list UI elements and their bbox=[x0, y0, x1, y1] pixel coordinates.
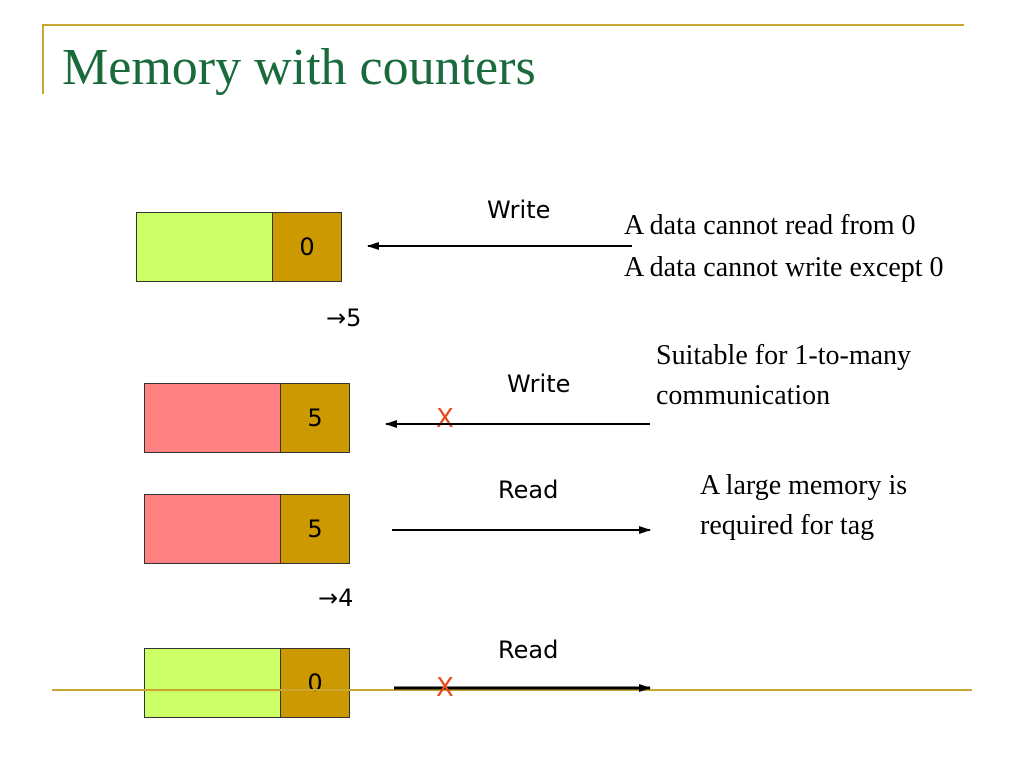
memory-cell-data-1 bbox=[136, 212, 274, 282]
blocked-cross-2: X bbox=[436, 673, 454, 703]
transition-label-1: →5 bbox=[326, 304, 362, 332]
blocked-cross-1: X bbox=[436, 404, 454, 434]
memory-cell-counter-2: 5 bbox=[280, 383, 350, 453]
note-suitable-line-2: communication bbox=[656, 380, 831, 411]
memory-cell-counter-1: 0 bbox=[272, 212, 342, 282]
note-rule-read: A data cannot read from 0 bbox=[624, 210, 916, 241]
note-memory-line-2: required for tag bbox=[700, 510, 875, 541]
action-label-2: Write bbox=[507, 370, 571, 398]
top-rule bbox=[42, 24, 964, 26]
action-label-4: Read bbox=[498, 636, 559, 664]
note-rule-write: A data cannot write except 0 bbox=[624, 252, 944, 283]
action-label-3: Read bbox=[498, 476, 559, 504]
note-memory-line-1: A large memory is bbox=[700, 470, 908, 501]
left-rule bbox=[42, 24, 44, 94]
transition-label-2: →4 bbox=[318, 584, 354, 612]
slide-title: Memory with counters bbox=[62, 39, 536, 96]
memory-cell-counter-3: 5 bbox=[280, 494, 350, 564]
memory-cell-data-2 bbox=[144, 383, 282, 453]
note-suitable-line-1: Suitable for 1-to-many bbox=[656, 340, 912, 371]
action-label-1: Write bbox=[487, 196, 551, 224]
bottom-rule bbox=[52, 689, 972, 691]
memory-cell-data-3 bbox=[144, 494, 282, 564]
memory-cell-data-4 bbox=[144, 648, 282, 718]
